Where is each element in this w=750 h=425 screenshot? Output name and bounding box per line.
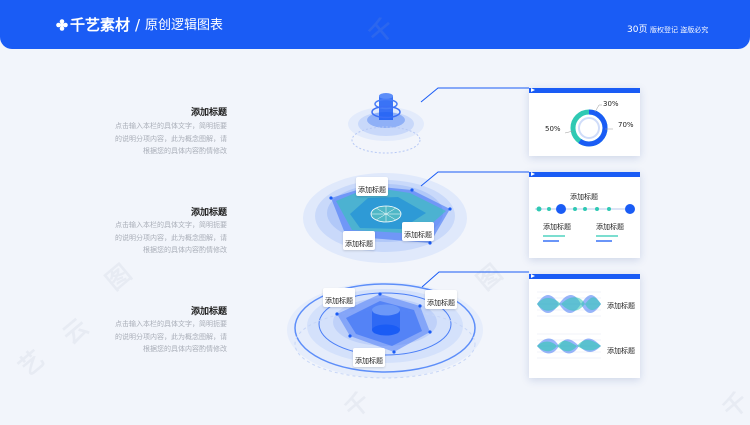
wave-charts	[537, 291, 601, 359]
diagram-tag: 添加标题	[425, 290, 457, 309]
timeline-item-label: 添加标题	[543, 223, 571, 231]
block-description: 点击输入本栏的具体文字，简明扼要的说明分项内容，此为概念图解，请根据您的具体内容…	[115, 320, 227, 353]
donut-value-label: 50%	[545, 125, 561, 133]
title-separator: /	[135, 16, 141, 34]
flower-logo-icon	[56, 19, 68, 31]
diagram-tag: 添加标题	[356, 177, 388, 196]
top-layer-rings	[348, 93, 424, 154]
card-header-bar	[529, 88, 640, 93]
diagram-tag: 添加标题	[353, 348, 385, 367]
block-title: 添加标题	[190, 307, 227, 317]
timeline-card: 添加标题 添加标题 添加标题	[529, 172, 640, 258]
timeline-item-label: 添加标题	[596, 223, 624, 231]
card-header-bar	[529, 172, 640, 177]
block-title: 添加标题	[190, 108, 227, 118]
block-title: 添加标题	[190, 208, 227, 218]
page-count: 30页	[627, 25, 648, 35]
play-arrow-icon	[531, 172, 535, 176]
connector-lines	[420, 87, 529, 288]
timeline-title: 添加标题	[570, 193, 598, 201]
donut-chart	[564, 104, 613, 147]
wave-label: 添加标题	[607, 347, 635, 355]
donut-card: 30% 50% 70%	[529, 88, 640, 156]
block-description: 点击输入本栏的具体文字，简明扼要的说明分项内容，此为概念图解，请根据您的具体内容…	[115, 122, 227, 155]
timeline-dots	[535, 204, 635, 242]
copyright-note: 版权登记 盗版必究	[650, 26, 709, 34]
header-bar: 千艺素材 / 原创逻辑图表 30页 版权登记 盗版必究	[0, 0, 750, 49]
page-subtitle: 原创逻辑图表	[145, 18, 224, 33]
wave-label: 添加标题	[607, 302, 635, 310]
diagram-tag: 添加标题	[343, 231, 375, 250]
play-arrow-icon	[531, 274, 535, 278]
wave-card: 添加标题 添加标题	[529, 274, 640, 378]
donut-value-label: 30%	[603, 100, 619, 108]
diagram-tag: 添加标题	[402, 222, 434, 241]
donut-value-label: 70%	[618, 121, 634, 129]
block-description: 点击输入本栏的具体文字，简明扼要的说明分项内容，此为概念图解，请根据您的具体内容…	[115, 221, 227, 254]
play-arrow-icon	[531, 88, 535, 92]
card-header-bar	[529, 274, 640, 279]
diagram-tag: 添加标题	[323, 288, 355, 307]
brand-name: 千艺素材	[70, 16, 131, 34]
